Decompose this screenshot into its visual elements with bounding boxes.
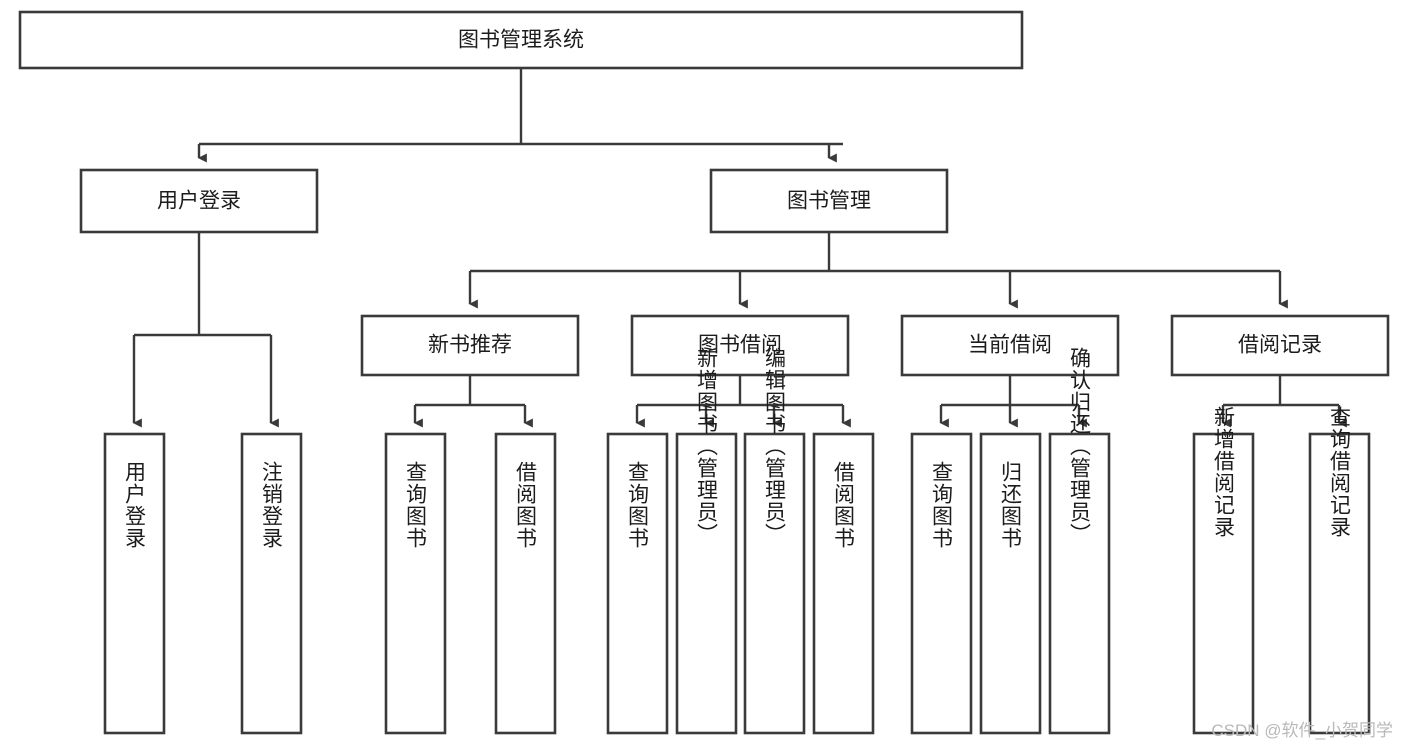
node-current-borrow-label: 当前借阅 [968,334,1052,357]
node-leaf-4-label: 借阅图书 [514,461,538,549]
node-new-book-rec-label: 新书推荐 [428,334,512,357]
node-leaf-4[interactable]: 借阅图书 [494,432,557,735]
node-leaf-10-label: 归还图书 [999,461,1023,549]
node-borrow-record-label: 借阅记录 [1238,334,1322,357]
node-leaf-9-label: 查询图书 [930,461,954,549]
node-book-manage-label: 图书管理 [787,190,871,213]
node-leaf-9[interactable]: 查询图书 [910,432,973,735]
node-leaf-6-label: 新增图书（管理员） [695,347,719,545]
node-leaf-11-label: 确认归还（管理员） [1068,347,1092,545]
node-leaf-3[interactable]: 查询图书 [384,432,447,735]
node-leaf-7-label: 编辑图书（管理员） [763,347,787,545]
node-new-book-rec[interactable]: 新书推荐 [360,314,580,377]
node-leaf-12[interactable]: 新增借阅记录 [1192,406,1255,735]
node-leaf-8-label: 借阅图书 [832,461,856,549]
node-leaf-1[interactable]: 用户登录 [103,432,166,735]
node-leaf-3-label: 查询图书 [404,461,428,549]
node-leaf-2-label: 注销登录 [260,461,284,549]
node-leaf-13-label: 查询借阅记录 [1328,406,1352,538]
node-leaf-6[interactable]: 新增图书（管理员） [675,347,738,735]
node-leaf-1-label: 用户登录 [123,461,147,549]
node-book-borrow-label: 图书借阅 [698,334,782,357]
node-root-label: 图书管理系统 [458,29,584,52]
node-leaf-10[interactable]: 归还图书 [979,432,1042,735]
node-leaf-11[interactable]: 确认归还（管理员） [1048,347,1111,735]
node-book-manage[interactable]: 图书管理 [709,168,949,234]
node-leaf-7[interactable]: 编辑图书（管理员） [743,347,806,735]
node-user-login-label: 用户登录 [157,190,241,213]
node-leaf-13[interactable]: 查询借阅记录 [1308,406,1371,735]
node-leaf-12-label: 新增借阅记录 [1212,406,1236,538]
node-borrow-record[interactable]: 借阅记录 [1170,314,1390,377]
node-root[interactable]: 图书管理系统 [18,10,1024,70]
node-book-borrow[interactable]: 图书借阅 [630,314,850,377]
node-user-login[interactable]: 用户登录 [79,168,319,234]
node-leaf-8[interactable]: 借阅图书 [812,432,875,735]
node-leaf-5-label: 查询图书 [626,461,650,549]
node-leaf-2[interactable]: 注销登录 [240,432,303,735]
node-leaf-5[interactable]: 查询图书 [606,432,669,735]
edge-layer [132,68,1347,428]
node-current-borrow[interactable]: 当前借阅 [900,314,1120,377]
